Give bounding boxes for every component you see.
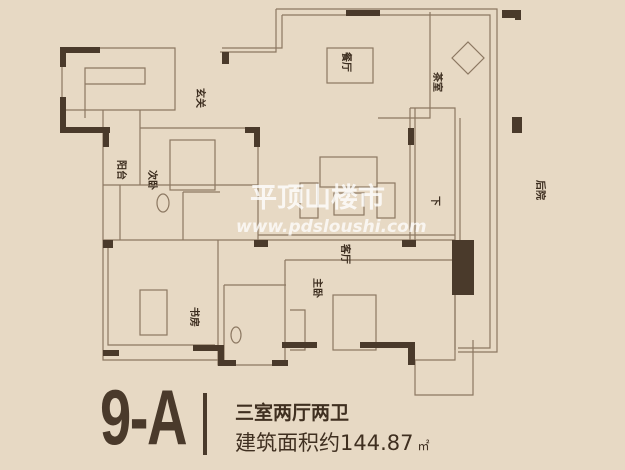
label-study: 书房 (188, 307, 201, 327)
label-living-room: 客厅 (339, 243, 352, 264)
room-labels: 餐厅 茶室 玄关 阳台 次卧 客厅 下 后院 书房 主卧 (115, 51, 547, 327)
walls (60, 10, 522, 366)
label-foyer: 玄关 (194, 88, 207, 108)
area-label: 建筑面积约144.87 (235, 431, 414, 455)
label-master-bedroom: 主卧 (311, 278, 324, 298)
label-tea-room: 茶室 (431, 71, 444, 92)
label-down: 下 (429, 196, 441, 206)
label-back-yard: 后院 (534, 180, 547, 200)
label-dining: 餐厅 (340, 51, 353, 72)
watermark: 平顶山楼市 www.pdsloushi.com (236, 182, 427, 237)
unit-layout: 三室两厅两卫 (235, 402, 350, 424)
unit-type-code: 9-A (100, 373, 188, 461)
label-second-bedroom: 次卧 (146, 170, 159, 190)
label-balcony: 阳台 (115, 160, 128, 180)
watermark-url: www.pdsloushi.com (236, 217, 427, 237)
watermark-brand: 平顶山楼市 (250, 182, 385, 214)
divider (203, 393, 207, 455)
area-unit: ㎡ (417, 439, 430, 453)
